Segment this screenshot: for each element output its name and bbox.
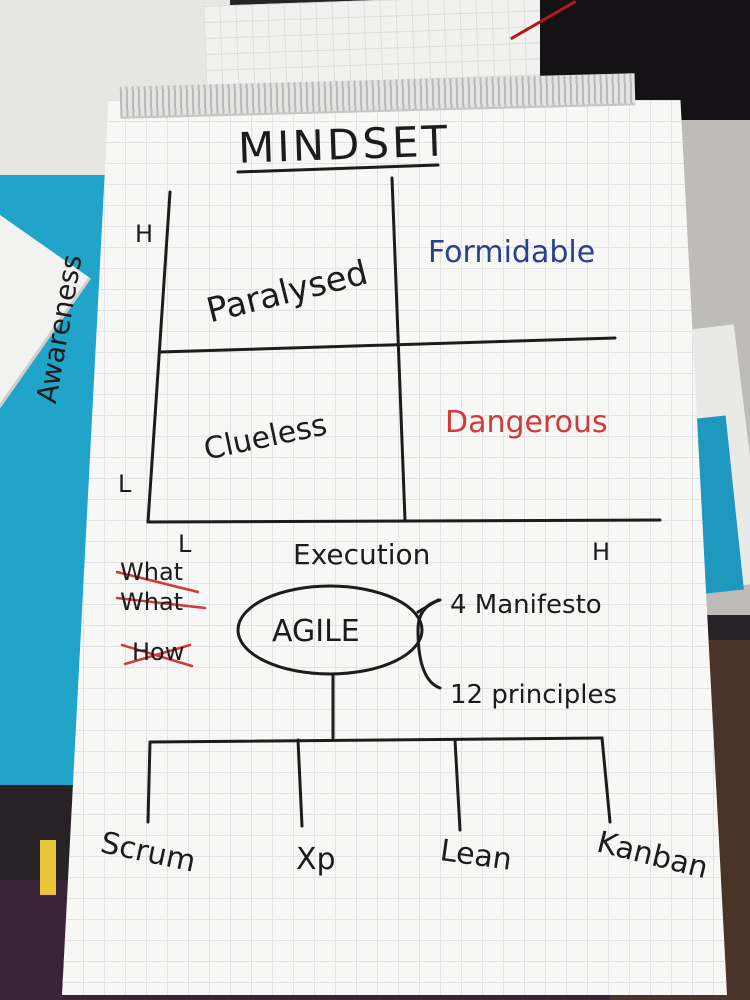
strike-how-2 — [123, 643, 192, 666]
title-underline — [236, 163, 440, 174]
branch-manifesto: 4 Manifesto — [450, 590, 602, 620]
x-axis-label: Execution — [293, 538, 431, 571]
tree-leg-kanban — [600, 736, 612, 824]
x-axis-high-label: H — [592, 538, 611, 566]
tree-bar — [148, 736, 604, 744]
horizontal-divider — [158, 336, 617, 354]
y-axis-high-label: H — [135, 220, 154, 248]
branch-bracket — [416, 598, 442, 690]
y-axis-low-label: L — [118, 470, 132, 498]
crossed-word-1: What — [120, 558, 184, 586]
y-axis-line — [146, 190, 172, 524]
tree-leg-xp — [296, 738, 304, 828]
x-axis-low-label: L — [178, 530, 192, 558]
tree-leg-scrum — [146, 740, 152, 824]
tree-leg-lean — [453, 738, 462, 832]
branch-tick-top — [416, 598, 440, 614]
agile-label: AGILE — [272, 614, 360, 649]
strike-what-1 — [115, 570, 200, 594]
branch-principles: 12 principles — [450, 680, 618, 710]
yellow-sticky-note — [40, 840, 56, 895]
quadrant-top-right: Formidable — [428, 235, 596, 270]
title: MINDSET — [237, 116, 452, 173]
flipchart-paper — [62, 100, 727, 995]
crossed-word-3: How — [132, 638, 185, 666]
crossed-word-2: What — [120, 588, 184, 616]
vertical-divider — [390, 176, 407, 522]
agile-ellipse — [236, 584, 424, 676]
framework-xp: Xp — [296, 842, 336, 877]
quadrant-bottom-right: Dangerous — [445, 405, 608, 440]
strike-what-2 — [115, 596, 207, 610]
